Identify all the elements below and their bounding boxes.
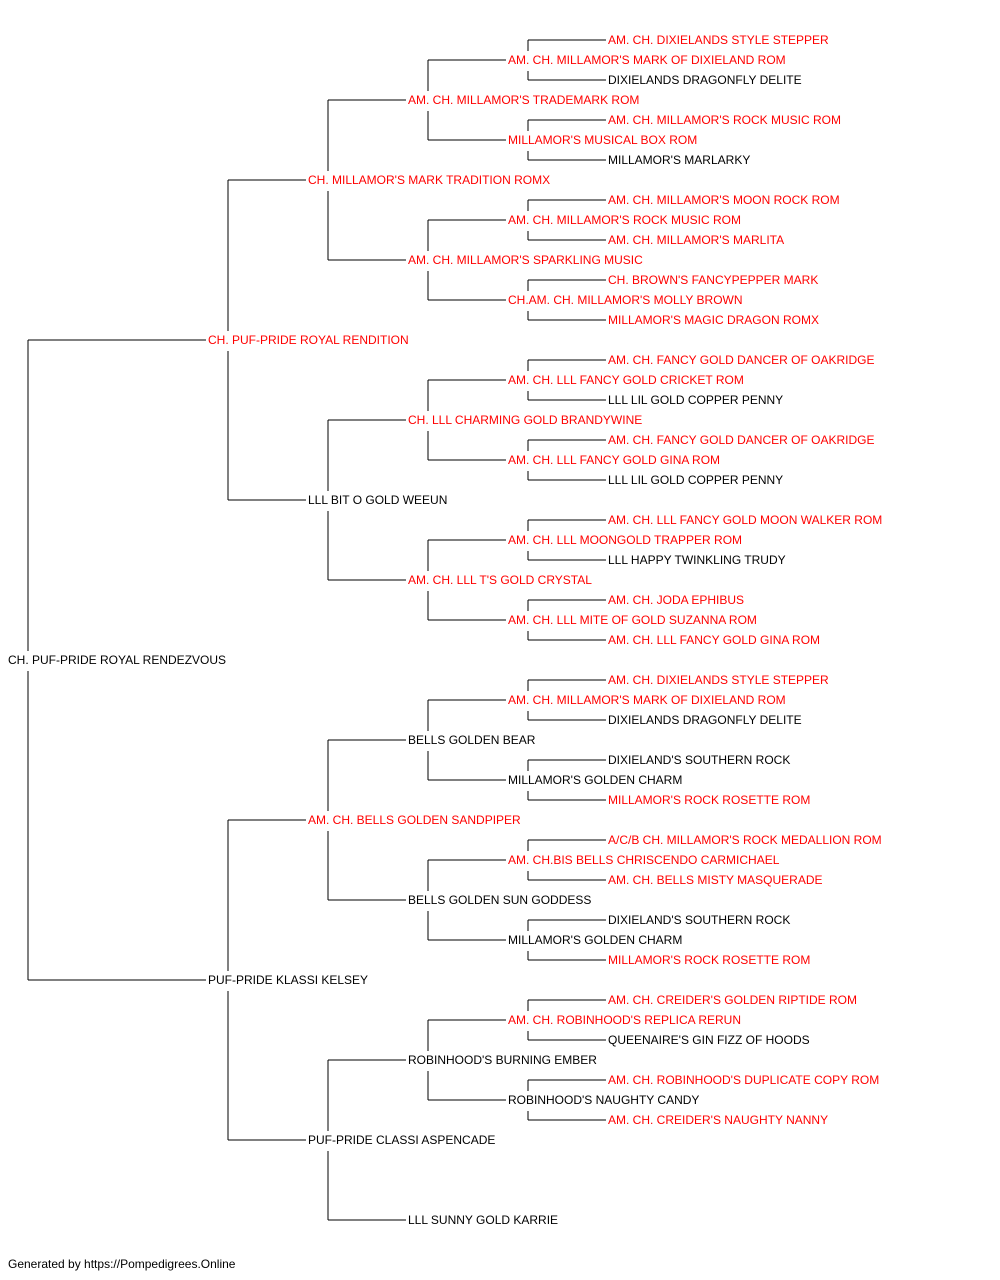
dog-label-am-ch-lll-fancy-gold-cricket-rom: AM. CH. LLL FANCY GOLD CRICKET ROM [508,373,744,387]
dog-label-puf-pride-classi-aspencade: PUF-PRIDE CLASSI ASPENCADE [308,1133,495,1147]
dog-label-robinhood-s-burning-ember: ROBINHOOD'S BURNING EMBER [408,1053,597,1067]
dog-label-am-ch-lll-moongold-trapper-rom: AM. CH. LLL MOONGOLD TRAPPER ROM [508,533,742,547]
dog-label-millamor-s-rock-rosette-rom: MILLAMOR'S ROCK ROSETTE ROM [608,953,810,967]
dog-label-millamor-s-golden-charm: MILLAMOR'S GOLDEN CHARM [508,773,682,787]
dog-label-am-ch-lll-t-s-gold-crystal: AM. CH. LLL T'S GOLD CRYSTAL [408,573,592,587]
dog-label-ch-puf-pride-royal-rendezvous: CH. PUF-PRIDE ROYAL RENDEZVOUS [8,653,226,667]
dog-label-dixieland-s-southern-rock: DIXIELAND'S SOUTHERN ROCK [608,753,790,767]
dog-label-ch-brown-s-fancypepper-mark: CH. BROWN'S FANCYPEPPER MARK [608,273,818,287]
dog-label-am-ch-robinhood-s-duplicate-copy-rom: AM. CH. ROBINHOOD'S DUPLICATE COPY ROM [608,1073,879,1087]
dog-label-am-ch-dixielands-style-stepper: AM. CH. DIXIELANDS STYLE STEPPER [608,33,829,47]
dog-label-robinhood-s-naughty-candy: ROBINHOOD'S NAUGHTY CANDY [508,1093,699,1107]
dog-labels: CH. PUF-PRIDE ROYAL RENDEZVOUS CH. PUF-PR… [8,33,882,1227]
dog-label-am-ch-millamor-s-mark-of-dixieland-rom: AM. CH. MILLAMOR'S MARK OF DIXIELAND ROM [508,693,786,707]
dog-label-am-ch-lll-fancy-gold-moon-walker-rom: AM. CH. LLL FANCY GOLD MOON WALKER ROM [608,513,882,527]
dog-label-lll-sunny-gold-karrie: LLL SUNNY GOLD KARRIE [408,1213,558,1227]
dog-label-bells-golden-sun-goddess: BELLS GOLDEN SUN GODDESS [408,893,591,907]
dog-label-millamor-s-magic-dragon-romx: MILLAMOR'S MAGIC DRAGON ROMX [608,313,819,327]
dog-label-am-ch-millamor-s-mark-of-dixieland-rom: AM. CH. MILLAMOR'S MARK OF DIXIELAND ROM [508,53,786,67]
dog-label-millamor-s-rock-rosette-rom: MILLAMOR'S ROCK ROSETTE ROM [608,793,810,807]
dog-label-millamor-s-musical-box-rom: MILLAMOR'S MUSICAL BOX ROM [508,133,697,147]
dog-label-am-ch-bis-bells-chriscendo-carmichael: AM. CH.BIS BELLS CHRISCENDO CARMICHAEL [508,853,780,867]
dog-label-am-ch-robinhood-s-replica-rerun: AM. CH. ROBINHOOD'S REPLICA RERUN [508,1013,741,1027]
dog-label-am-ch-lll-fancy-gold-gina-rom: AM. CH. LLL FANCY GOLD GINA ROM [608,633,820,647]
dog-label-millamor-s-golden-charm: MILLAMOR'S GOLDEN CHARM [508,933,682,947]
dog-label-puf-pride-klassi-kelsey: PUF-PRIDE KLASSI KELSEY [208,973,368,987]
dog-label-am-ch-millamor-s-trademark-rom: AM. CH. MILLAMOR'S TRADEMARK ROM [408,93,639,107]
dog-label-ch-millamor-s-mark-tradition-romx: CH. MILLAMOR'S MARK TRADITION ROMX [308,173,550,187]
dog-label-am-ch-millamor-s-rock-music-rom: AM. CH. MILLAMOR'S ROCK MUSIC ROM [608,113,841,127]
dog-label-am-ch-creider-s-golden-riptide-rom: AM. CH. CREIDER'S GOLDEN RIPTIDE ROM [608,993,857,1007]
dog-label-ch-lll-charming-gold-brandywine: CH. LLL CHARMING GOLD BRANDYWINE [408,413,642,427]
dog-label-a-c-b-ch-millamor-s-rock-medallion-rom: A/C/B CH. MILLAMOR'S ROCK MEDALLION ROM [608,833,882,847]
dog-label-am-ch-bells-golden-sandpiper: AM. CH. BELLS GOLDEN SANDPIPER [308,813,521,827]
dog-label-am-ch-millamor-s-sparkling-music: AM. CH. MILLAMOR'S SPARKLING MUSIC [408,253,643,267]
dog-label-lll-bit-o-gold-weeun: LLL BIT O GOLD WEEUN [308,493,447,507]
dog-label-bells-golden-bear: BELLS GOLDEN BEAR [408,733,536,747]
dog-label-ch-am-ch-millamor-s-molly-brown: CH.AM. CH. MILLAMOR'S MOLLY BROWN [508,293,743,307]
dog-label-millamor-s-marlarky: MILLAMOR'S MARLARKY [608,153,750,167]
dog-label-lll-lil-gold-copper-penny: LLL LIL GOLD COPPER PENNY [608,473,783,487]
dog-label-dixielands-dragonfly-delite: DIXIELANDS DRAGONFLY DELITE [608,73,802,87]
connector-lines [27,39,606,1221]
dog-label-am-ch-dixielands-style-stepper: AM. CH. DIXIELANDS STYLE STEPPER [608,673,829,687]
dog-label-am-ch-creider-s-naughty-nanny: AM. CH. CREIDER'S NAUGHTY NANNY [608,1113,828,1127]
dog-label-dixieland-s-southern-rock: DIXIELAND'S SOUTHERN ROCK [608,913,790,927]
dog-label-am-ch-millamor-s-moon-rock-rom: AM. CH. MILLAMOR'S MOON ROCK ROM [608,193,840,207]
dog-label-queenaire-s-gin-fizz-of-hoods: QUEENAIRE'S GIN FIZZ OF HOODS [608,1033,810,1047]
dog-label-am-ch-millamor-s-marlita: AM. CH. MILLAMOR'S MARLITA [608,233,784,247]
dog-label-am-ch-lll-fancy-gold-gina-rom: AM. CH. LLL FANCY GOLD GINA ROM [508,453,720,467]
dog-label-am-ch-fancy-gold-dancer-of-oakridge: AM. CH. FANCY GOLD DANCER OF OAKRIDGE [608,353,874,367]
footer-credit: Generated by https://Pompedigrees.Online [8,1257,236,1271]
dog-label-am-ch-lll-mite-of-gold-suzanna-rom: AM. CH. LLL MITE OF GOLD SUZANNA ROM [508,613,757,627]
dog-label-lll-happy-twinkling-trudy: LLL HAPPY TWINKLING TRUDY [608,553,786,567]
dog-label-am-ch-fancy-gold-dancer-of-oakridge: AM. CH. FANCY GOLD DANCER OF OAKRIDGE [608,433,874,447]
dog-label-ch-puf-pride-royal-rendition: CH. PUF-PRIDE ROYAL RENDITION [208,333,409,347]
dog-label-am-ch-bells-misty-masquerade: AM. CH. BELLS MISTY MASQUERADE [608,873,823,887]
dog-label-lll-lil-gold-copper-penny: LLL LIL GOLD COPPER PENNY [608,393,783,407]
dog-label-am-ch-joda-ephibus: AM. CH. JODA EPHIBUS [608,593,744,607]
dog-label-am-ch-millamor-s-rock-music-rom: AM. CH. MILLAMOR'S ROCK MUSIC ROM [508,213,741,227]
dog-label-dixielands-dragonfly-delite: DIXIELANDS DRAGONFLY DELITE [608,713,802,727]
